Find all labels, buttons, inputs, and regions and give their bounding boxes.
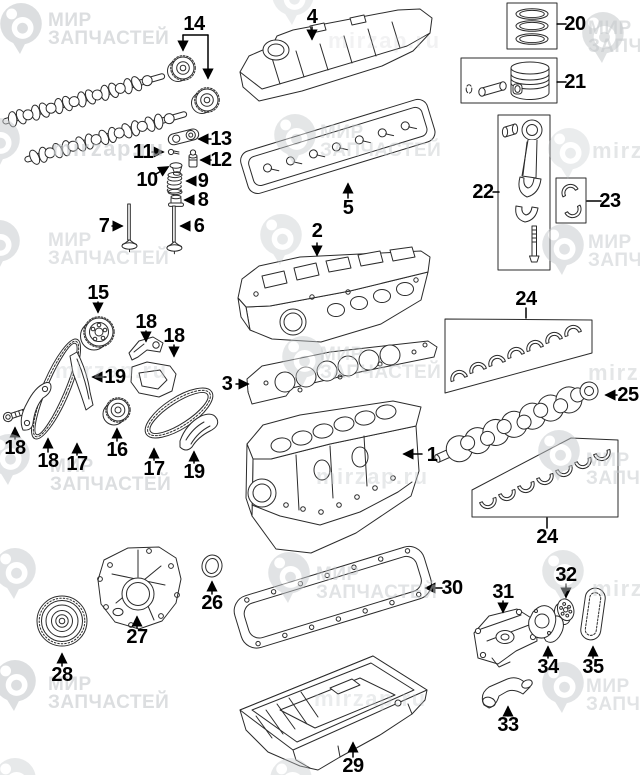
part-label-1[interactable]: 1	[426, 444, 438, 466]
part-label-15[interactable]: 15	[87, 282, 109, 304]
part-label-5[interactable]: 5	[342, 197, 354, 219]
crankshaft	[434, 381, 599, 463]
part-label-2[interactable]: 2	[311, 220, 323, 242]
part-label-19[interactable]: 19	[183, 461, 205, 483]
part-label-3[interactable]: 3	[221, 373, 233, 395]
valve-lifter	[188, 149, 198, 168]
part-label-22[interactable]: 22	[472, 181, 494, 203]
part-label-24[interactable]: 24	[515, 288, 537, 310]
part-label-11[interactable]: 11	[132, 141, 154, 163]
part-label-17[interactable]: 17	[66, 453, 88, 475]
part-label-18[interactable]: 18	[4, 437, 26, 459]
part-label-23[interactable]: 23	[599, 190, 621, 212]
oil-pickup-tube	[481, 677, 533, 709]
part-label-17[interactable]: 17	[143, 458, 165, 480]
main-bearings-upper-box	[444, 318, 593, 394]
crank-seal	[201, 554, 223, 578]
part-label-34[interactable]: 34	[537, 656, 559, 678]
engine-block	[245, 400, 422, 554]
part-label-26[interactable]: 26	[201, 592, 223, 614]
piston-rings-box	[506, 2, 558, 50]
part-label-7[interactable]: 7	[98, 215, 110, 237]
rocker-arm	[167, 128, 200, 146]
cylinder-head	[237, 246, 431, 343]
part-label-12[interactable]: 12	[210, 149, 232, 171]
part-label-18[interactable]: 18	[135, 311, 157, 333]
callout-leaders	[9, 23, 618, 758]
part-label-32[interactable]: 32	[555, 564, 577, 586]
vanos-gear	[80, 316, 115, 351]
exhaust-valve	[121, 203, 138, 253]
part-label-10[interactable]: 10	[136, 169, 158, 191]
part-label-28[interactable]: 28	[51, 664, 73, 686]
part-label-18[interactable]: 18	[163, 325, 185, 347]
adjuster-screw	[167, 148, 180, 156]
part-label-25[interactable]: 25	[617, 384, 639, 406]
crank-sprocket	[102, 397, 131, 426]
part-label-9[interactable]: 9	[197, 170, 209, 192]
part-label-16[interactable]: 16	[106, 439, 128, 461]
part-label-18[interactable]: 18	[37, 450, 59, 472]
part-label-19[interactable]: 19	[104, 366, 126, 388]
chain-guide-upper	[130, 361, 177, 398]
timing-cover	[97, 546, 182, 630]
part-label-20[interactable]: 20	[564, 13, 586, 35]
chain-rail	[69, 351, 94, 411]
part-label-24[interactable]: 24	[536, 526, 558, 548]
oil-pan	[239, 655, 428, 771]
timing-chain-short	[144, 387, 214, 439]
crank-pulley	[36, 595, 88, 647]
part-label-21[interactable]: 21	[564, 71, 586, 93]
part-label-27[interactable]: 27	[126, 626, 148, 648]
piston-box	[460, 57, 558, 104]
connecting-rod-box	[497, 114, 551, 271]
part-label-33[interactable]: 33	[497, 714, 519, 736]
part-label-35[interactable]: 35	[582, 656, 604, 678]
chain-guide-lower	[179, 413, 219, 451]
camshaft-pair	[2, 55, 220, 167]
part-label-6[interactable]: 6	[193, 215, 205, 237]
part-label-29[interactable]: 29	[342, 755, 364, 775]
oil-pump	[473, 608, 538, 668]
part-label-4[interactable]: 4	[306, 6, 318, 28]
chain-guide-left	[20, 382, 52, 431]
part-label-31[interactable]: 31	[492, 581, 514, 603]
part-label-30[interactable]: 30	[441, 577, 463, 599]
part-label-13[interactable]: 13	[210, 128, 232, 150]
part-label-8[interactable]: 8	[197, 189, 209, 211]
rod-bearings-box	[555, 177, 587, 224]
part-label-14[interactable]: 14	[183, 13, 205, 35]
valve-cover	[239, 8, 433, 102]
pump-chain	[580, 587, 606, 641]
pump-cover-plates	[528, 605, 564, 643]
intake-valve	[166, 205, 183, 255]
